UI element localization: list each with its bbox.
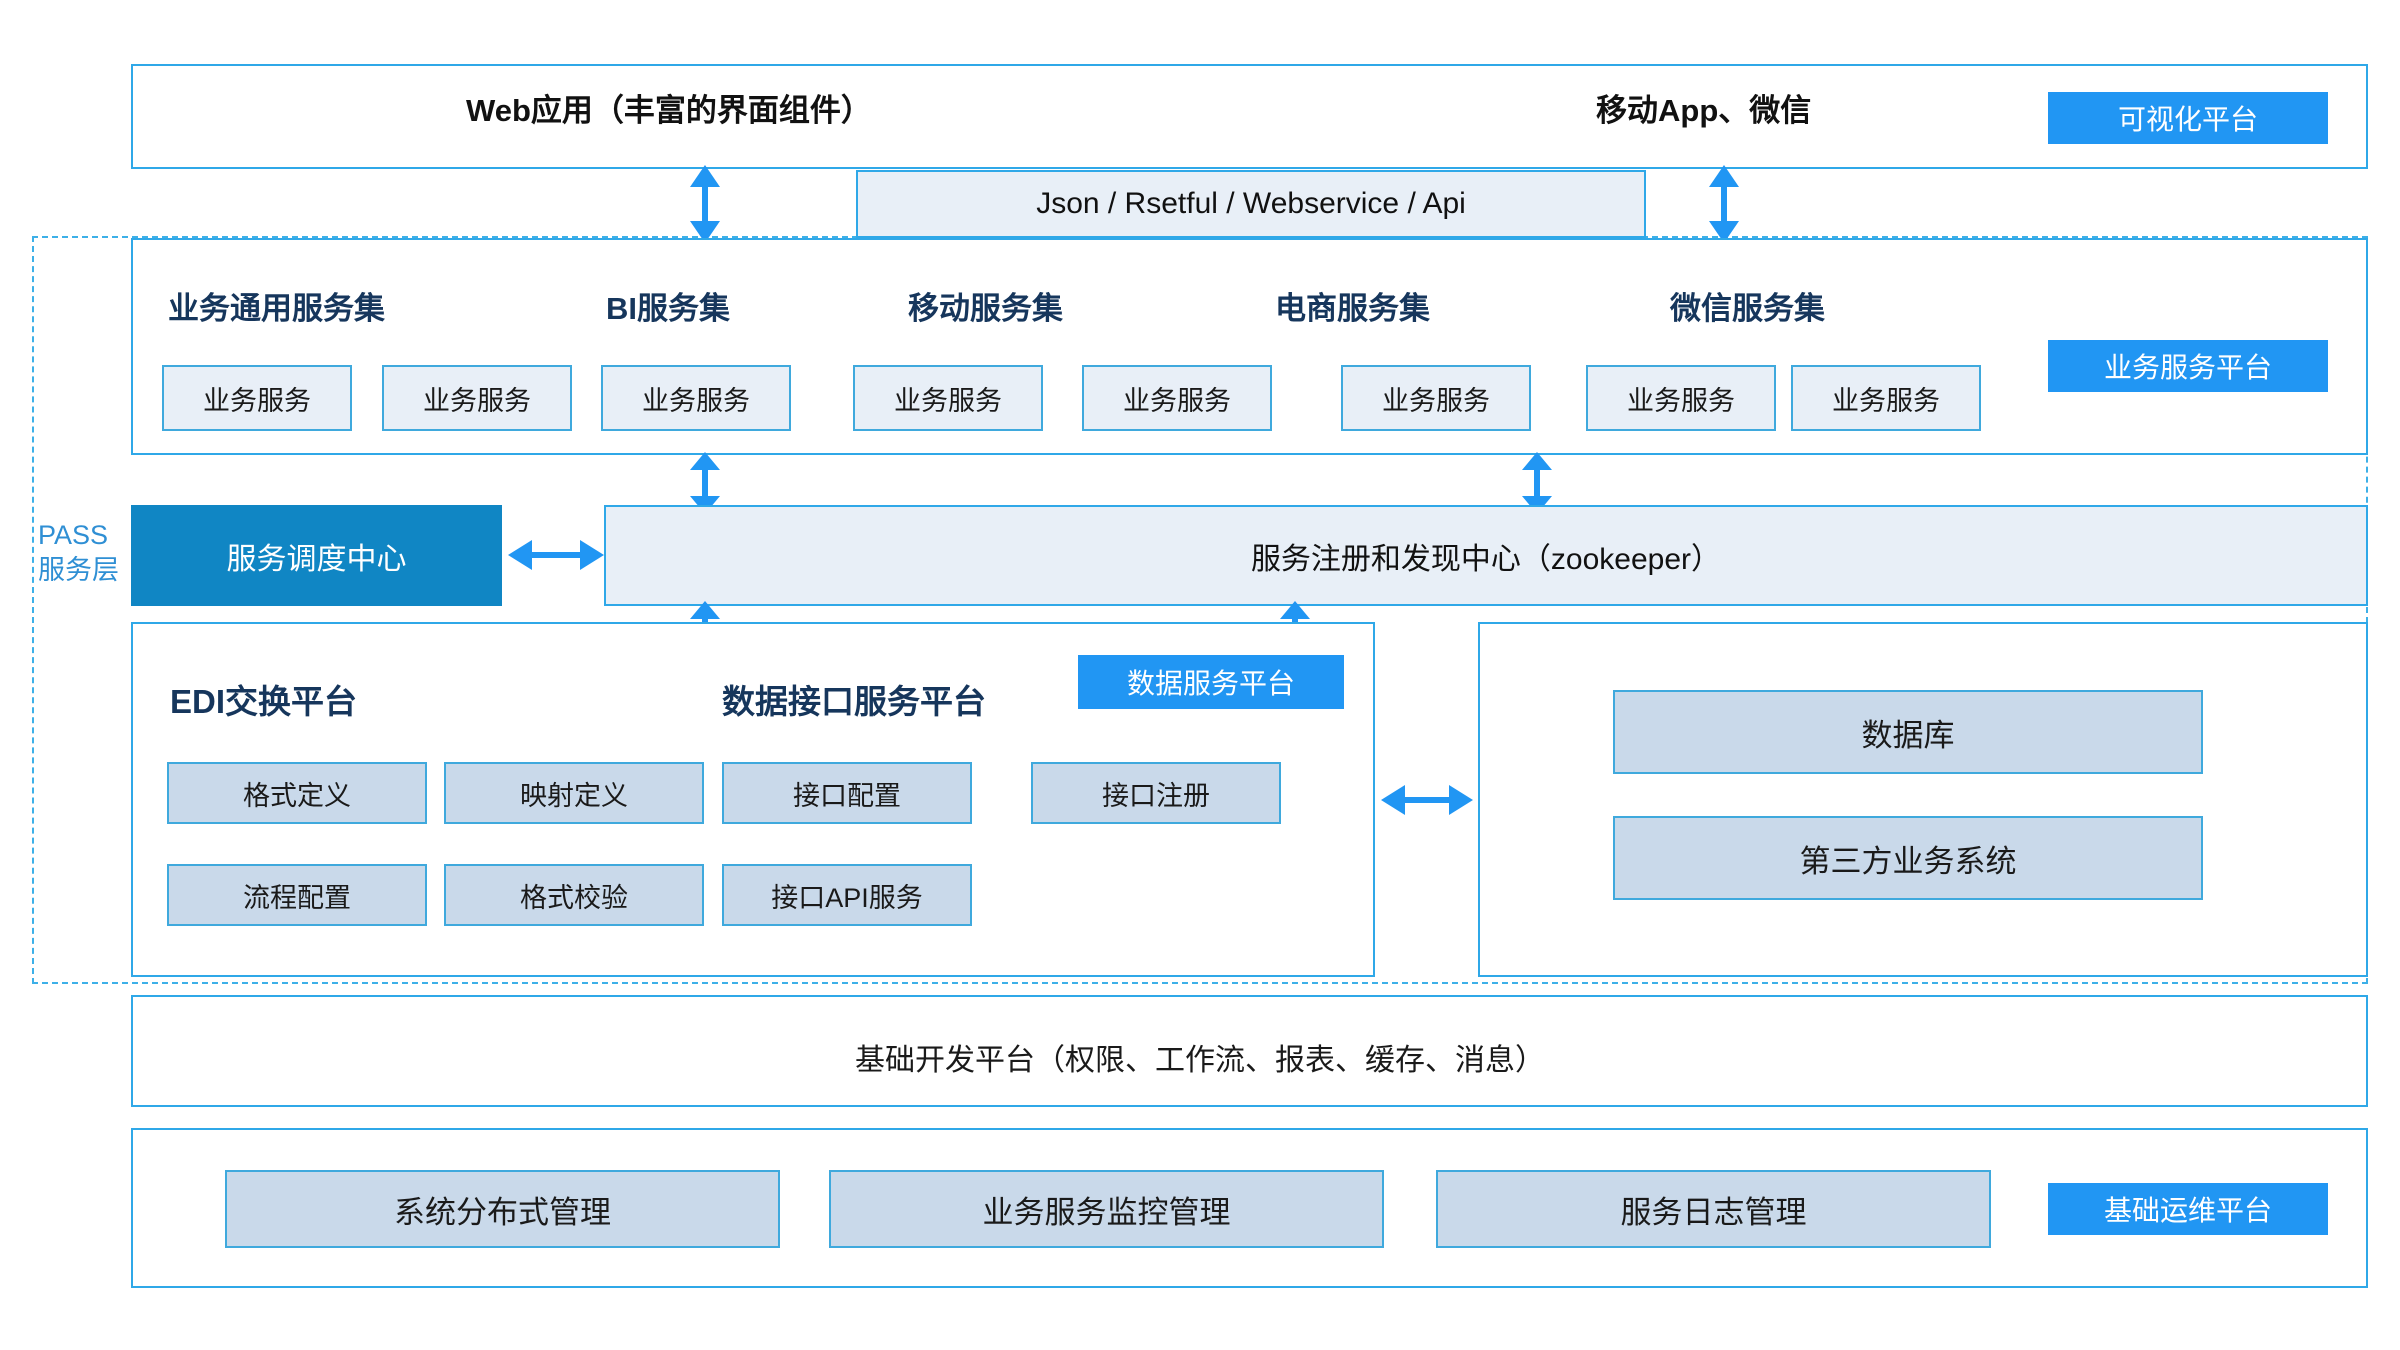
data-platform-to-storage-arrow — [1381, 785, 1473, 815]
business-service-cell-2[interactable]: 业务服务 — [601, 365, 791, 431]
business-service-cell-3[interactable]: 业务服务 — [853, 365, 1043, 431]
business-service-cell-7[interactable]: 业务服务 — [1791, 365, 1981, 431]
storage-cell-third-party-system[interactable]: 第三方业务系统 — [1613, 816, 2203, 900]
web-application-label: Web应用（丰富的界面组件） — [466, 93, 872, 128]
pass-layer-label: PASS 服务层 — [38, 518, 119, 587]
edi-cell-format-definition[interactable]: 格式定义 — [167, 762, 427, 824]
service-dispatch-center[interactable]: 服务调度中心 — [131, 505, 502, 606]
mobile-app-wechat-label: 移动App、微信 — [1596, 93, 1812, 128]
edi-cell-mapping-definition[interactable]: 映射定义 — [444, 762, 704, 824]
service-registry-center[interactable]: 服务注册和发现中心（zookeeper） — [604, 505, 2368, 606]
service-set-title-0: 业务通用服务集 — [168, 291, 385, 326]
business-service-cell-5[interactable]: 业务服务 — [1341, 365, 1531, 431]
business-service-cell-4[interactable]: 业务服务 — [1082, 365, 1272, 431]
business-service-cell-0[interactable]: 业务服务 — [162, 365, 352, 431]
base-dev-platform-label: 基础开发平台（权限、工作流、报表、缓存、消息） — [855, 1044, 1545, 1077]
service-set-title-1: BI服务集 — [606, 291, 730, 326]
storage-cell-database[interactable]: 数据库 — [1613, 690, 2203, 774]
data-service-platform-badge[interactable]: 数据服务平台 — [1078, 655, 1344, 709]
protocol-bar: Json / Rsetful / Webservice / Api — [856, 170, 1646, 238]
edi-cell-process-config[interactable]: 流程配置 — [167, 864, 427, 926]
ops-platform-badge[interactable]: 基础运维平台 — [2048, 1183, 2328, 1235]
edi-cell-format-validation[interactable]: 格式校验 — [444, 864, 704, 926]
edi-platform-title: EDI交换平台 — [170, 683, 358, 720]
visualization-platform-badge[interactable]: 可视化平台 — [2048, 92, 2328, 144]
ops-cell-distributed-management[interactable]: 系统分布式管理 — [225, 1170, 780, 1248]
business-service-cell-1[interactable]: 业务服务 — [382, 365, 572, 431]
pass-layer-label-line2: 服务层 — [38, 554, 119, 585]
service-set-title-4: 微信服务集 — [1670, 291, 1825, 326]
pass-layer-label-line1: PASS — [38, 520, 109, 550]
data-interface-cell-api-service[interactable]: 接口API服务 — [722, 864, 972, 926]
data-interface-cell-register[interactable]: 接口注册 — [1031, 762, 1281, 824]
presentation-layer-frame — [131, 64, 2368, 169]
dispatch-registry-arrow — [508, 540, 604, 570]
presentation-to-service-arrow-left — [690, 165, 720, 243]
presentation-to-service-arrow-right — [1709, 165, 1739, 243]
data-interface-platform-title: 数据接口服务平台 — [722, 683, 986, 720]
business-service-cell-6[interactable]: 业务服务 — [1586, 365, 1776, 431]
ops-cell-service-monitoring[interactable]: 业务服务监控管理 — [829, 1170, 1384, 1248]
service-set-title-2: 移动服务集 — [908, 291, 1063, 326]
base-dev-platform-frame — [131, 995, 2368, 1107]
data-interface-cell-config[interactable]: 接口配置 — [722, 762, 972, 824]
storage-panel-frame — [1478, 622, 2368, 977]
business-service-platform-badge[interactable]: 业务服务平台 — [2048, 340, 2328, 392]
ops-cell-service-log-management[interactable]: 服务日志管理 — [1436, 1170, 1991, 1248]
service-set-title-3: 电商服务集 — [1275, 291, 1430, 326]
